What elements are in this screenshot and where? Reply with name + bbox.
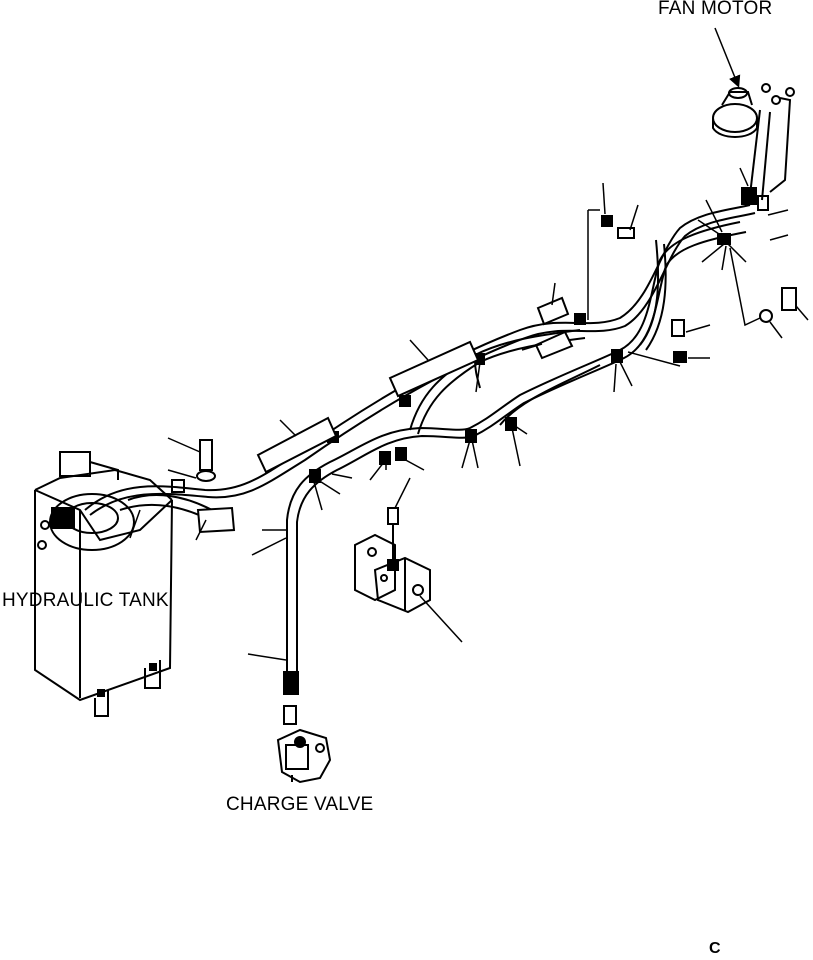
protective-sleeves	[198, 298, 572, 532]
charge-hose-route	[287, 222, 746, 690]
corner-mark: C	[709, 940, 721, 957]
charge-line-fitting	[284, 672, 298, 724]
charge-valve-label: CHARGE VALVE	[226, 794, 374, 815]
leader-lines	[130, 28, 808, 660]
fan-motor	[713, 84, 794, 210]
hydraulic-tank	[35, 452, 172, 716]
charge-valve	[278, 730, 330, 782]
valve-block	[355, 508, 430, 612]
fan-motor-label: FAN MOTOR	[658, 0, 773, 19]
hydraulic-tank-label: HYDRAULIC TANK	[2, 590, 169, 611]
